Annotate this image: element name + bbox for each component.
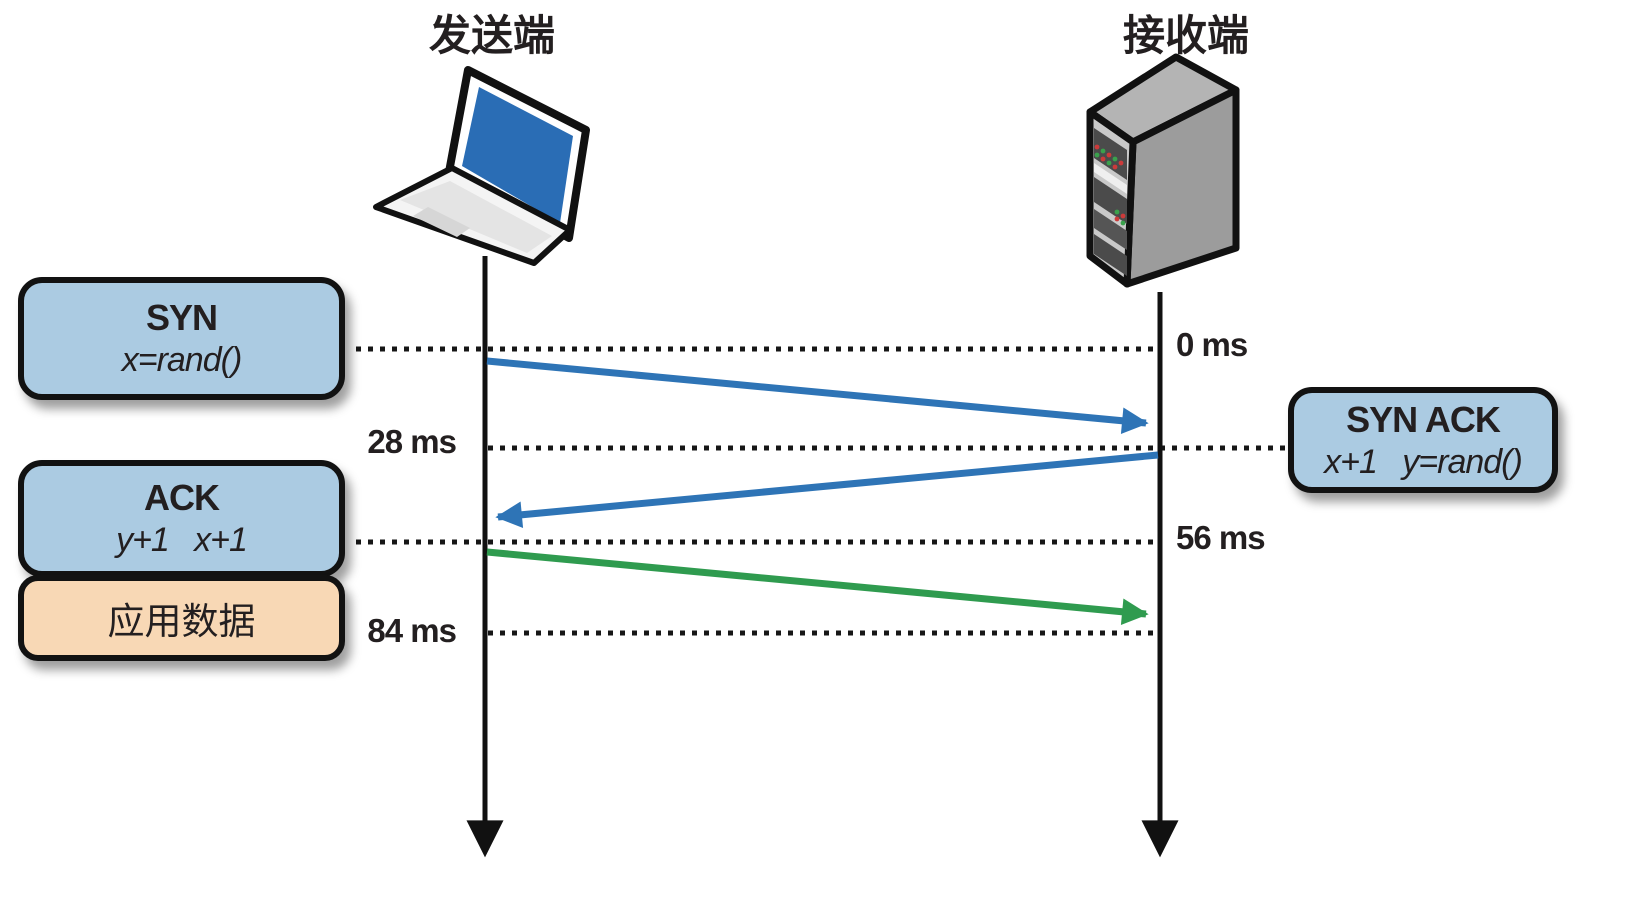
laptop-touchpad: [413, 207, 470, 237]
synack-title: SYN ACK: [1346, 398, 1501, 440]
server-slot: [1094, 234, 1127, 276]
time-label-56ms: 56 ms: [1176, 519, 1266, 556]
server-icon: [1086, 53, 1240, 288]
ack-message-box: ACK y+1 x+1: [18, 460, 345, 577]
ack-title: ACK: [144, 477, 220, 519]
synack-message-box: SYN ACK x+1 y=rand(): [1288, 387, 1558, 493]
sender-endpoint-label: 发送端: [428, 14, 555, 60]
synack-formula: x+1 y=rand(): [1324, 442, 1523, 481]
time-label-28ms: 28 ms: [367, 423, 457, 460]
syn-title: SYN: [145, 297, 218, 339]
time-label-0ms: 0 ms: [1176, 326, 1248, 363]
server-slot: [1094, 163, 1127, 194]
synack-arrow: [495, 451, 1159, 529]
data-arrow: [486, 548, 1149, 625]
syn-formula: x=rand(): [121, 341, 243, 380]
server-led-cluster: [1094, 144, 1126, 226]
laptop-screen: [462, 87, 573, 223]
receiver-endpoint-label: 接收端: [1122, 14, 1249, 60]
time-label-84ms: 84 ms: [367, 612, 457, 649]
server-slot: [1094, 209, 1127, 250]
syn-arrow: [486, 357, 1149, 434]
laptop-icon: [373, 66, 590, 266]
ack-formula: y+1 x+1: [116, 521, 248, 560]
app-data-box: 应用数据: [18, 575, 345, 661]
syn-message-box: SYN x=rand(): [18, 277, 345, 400]
app-data-label: 应用数据: [107, 602, 256, 643]
laptop-keyboard: [400, 181, 552, 253]
